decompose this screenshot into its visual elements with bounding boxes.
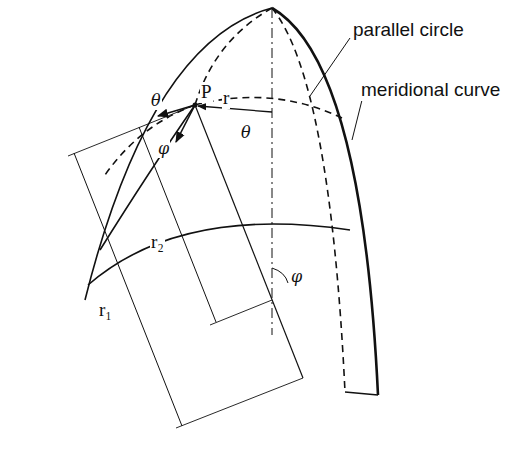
leader-line [310,38,350,96]
dimension-label: r₂ [150,232,165,253]
dimension-label: r₁ [98,300,113,321]
strip-inner-edge [272,8,345,392]
extension-line [133,105,195,130]
parallel-circle-back [195,97,342,118]
point-label: P [200,82,213,103]
part-label: parallel circle [352,20,465,41]
r2-dimension-line [139,127,216,322]
coordinate-symbol: θ [150,92,162,110]
coordinate-symbol: φ [157,140,170,158]
axis-of-revolution [272,8,273,335]
meridian-dashed [195,8,272,105]
extension-line [68,130,133,156]
meridian-solid [100,105,195,250]
extension-line [176,378,303,428]
angle-symbol: θ [240,124,252,142]
normal-line [195,105,303,378]
cut-edge [88,224,350,285]
r1-dimension-line [74,153,182,426]
strip-bottom [345,392,378,395]
part-label: meridional curve [360,80,501,101]
radius-arrow [198,106,272,112]
point-p [193,103,198,108]
angle-symbol: φ [290,268,303,286]
parallel-circle-front [105,105,195,175]
strip-outer-edge [272,8,378,395]
outer-silhouette [85,8,272,300]
phi-arrow [176,105,195,142]
extension-line [210,300,272,325]
radius-label: r [222,88,230,109]
phi-angle-arc [272,268,288,283]
leader-line [352,100,362,140]
